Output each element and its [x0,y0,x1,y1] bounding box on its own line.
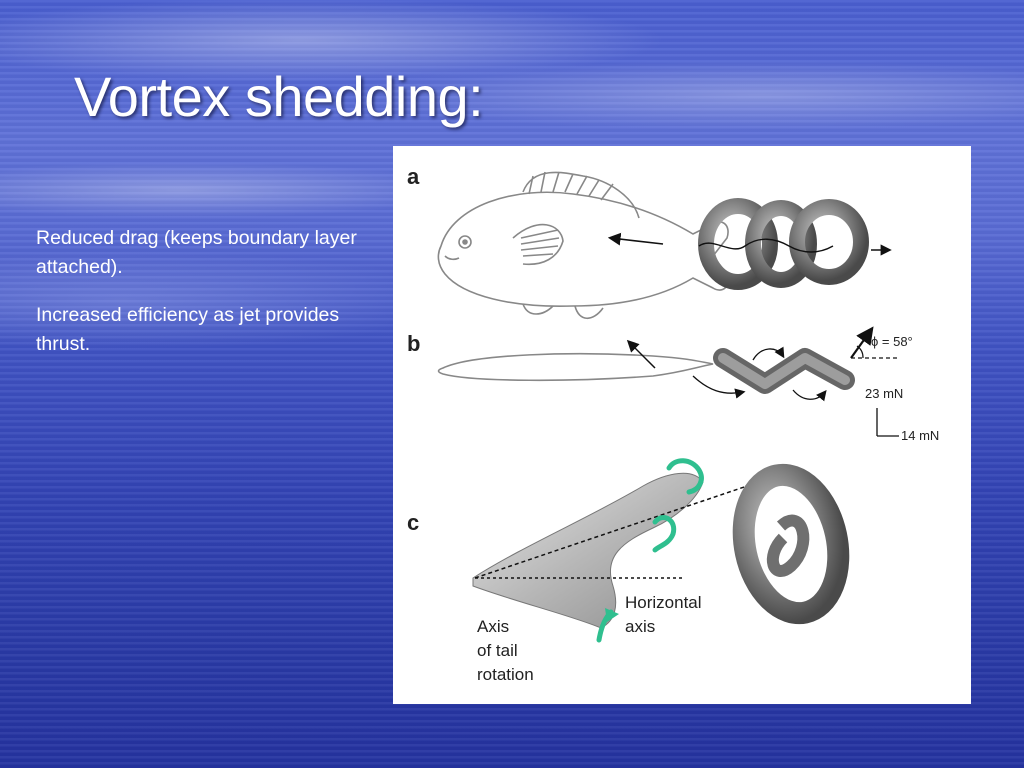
angle-arc [856,345,864,359]
horizontal-axis-label-line2: axis [625,617,655,636]
vortex-rotation-arrow-2 [792,389,827,402]
jet-flow-line [698,238,834,253]
force-resultant-arrow [850,326,874,359]
fish-thrust-arrow [607,232,664,246]
slide-body: Reduced drag (keeps boundary layer attac… [36,224,366,377]
panel-label-b: b [407,331,420,356]
body-b-arrow [626,339,656,369]
force-vertical-label: 23 mN [865,386,903,401]
figure-svg: a b c [407,164,939,684]
wake-curve-arrow [692,375,746,399]
angle-label: ϕ = 58° [871,334,913,349]
fish-outline [437,171,729,320]
vortex-rotation-arrow-1 [752,346,785,361]
bullet-reduced-drag: Reduced drag (keeps boundary layer attac… [36,227,357,279]
panel-label-a: a [407,164,420,189]
force-horizontal-label: 14 mN [901,428,939,443]
green-arrow-head [605,608,619,622]
panel-label-c: c [407,510,419,535]
fish-top-view [437,352,714,382]
horizontal-axis-label-line1: Horizontal [625,593,702,612]
twisted-vortex-ring [732,463,850,625]
vortex-ring-chain [698,198,869,290]
tail-axis-label-line1: Axis [477,617,509,636]
vortex-figure: a b c [393,146,971,704]
tail-fin [472,472,704,629]
slide-title: Vortex shedding: [74,65,484,128]
bullet-increased-efficiency: Increased efficiency as jet provides thr… [36,303,340,355]
zigzag-vortex [713,348,855,394]
tail-axis-label-line2: of tail [477,641,518,660]
tail-axis-label-line3: rotation [477,665,534,684]
